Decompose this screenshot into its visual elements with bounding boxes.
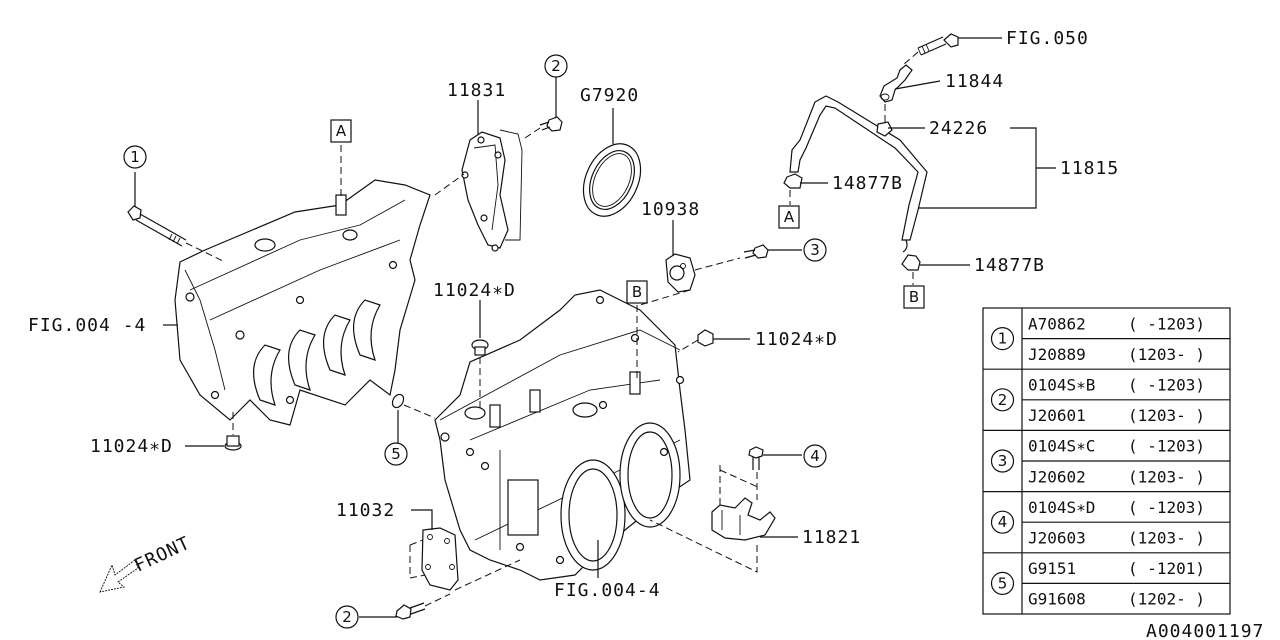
table-part-number[interactable]: A70862: [1028, 314, 1086, 333]
table-part-number[interactable]: 0104S∗B: [1028, 376, 1095, 395]
table-part-number[interactable]: J20889: [1028, 345, 1086, 364]
callout-11844[interactable]: 11844: [945, 71, 1004, 92]
table-date-range: ( -1203): [1128, 437, 1205, 456]
callout-14877b-bottom[interactable]: 14877B: [974, 255, 1045, 276]
table-part-number[interactable]: J20602: [1028, 467, 1086, 486]
part-11032-cover: [409, 527, 521, 591]
callout-11821[interactable]: 11821: [802, 527, 861, 548]
callout-11024d-left[interactable]: 11024∗D: [90, 436, 173, 457]
front-direction-indicator: FRONT: [99, 532, 194, 593]
front-label: FRONT: [131, 532, 194, 576]
table-date-range: ( -1203): [1128, 314, 1205, 333]
table-part-number[interactable]: G91608: [1028, 590, 1086, 609]
bolt-1: [127, 205, 226, 263]
plug-11024d-right: [677, 329, 714, 353]
leader-lines: [134, 37, 1056, 618]
circle-ref-4[interactable]: 4: [803, 444, 827, 468]
bolt-2-top: [521, 116, 563, 141]
circle-ref-1-label: 1: [130, 148, 140, 166]
ref-box-b-hose: B: [903, 285, 925, 309]
part-10938-cover: [639, 253, 741, 306]
plug-11024d-left: [224, 412, 242, 451]
callout-11024d-center[interactable]: 11024∗D: [433, 280, 516, 301]
table-ref-number: 3: [998, 452, 1008, 470]
callout-fig050[interactable]: FIG.050: [1006, 28, 1089, 49]
table-date-range: (1202- ): [1128, 590, 1205, 609]
callout-fig004-left[interactable]: FIG.004 -4: [28, 315, 146, 336]
table-date-range: ( -1201): [1128, 559, 1205, 578]
part-11831-cover: [434, 129, 523, 252]
circle-ref-2-bottom-label: 2: [342, 608, 352, 626]
ref-box-a-block-label: A: [336, 122, 347, 140]
parts-table: 1 A70862 ( -1203) J20889 (1203- ) 2 0104S∗B ( -…: [982, 307, 1231, 615]
circle-ref-1[interactable]: 1: [123, 145, 147, 169]
ref-box-a-hose: A: [778, 205, 800, 229]
callout-11815[interactable]: 11815: [1060, 158, 1119, 179]
table-part-number[interactable]: G9151: [1028, 559, 1076, 578]
ref-box-a-hose-label: A: [784, 208, 795, 226]
bolt-3: [743, 244, 769, 259]
pipe-11844: [879, 64, 913, 125]
circle-ref-3[interactable]: 3: [803, 238, 827, 262]
callout-11024d-right[interactable]: 11024∗D: [755, 329, 838, 350]
table-ref-circle: [990, 449, 1015, 473]
ref-box-b-block: B: [626, 280, 648, 304]
circle-ref-2-top[interactable]: 2: [544, 54, 568, 78]
callout-24226[interactable]: 24226: [929, 118, 988, 139]
callout-10938[interactable]: 10938: [641, 199, 700, 220]
ref-box-b-block-label: B: [632, 283, 642, 301]
callout-11831[interactable]: 11831: [447, 80, 506, 101]
table-part-number[interactable]: 0104S∗C: [1028, 437, 1095, 456]
circle-ref-4-label: 4: [810, 447, 820, 465]
table-date-range: ( -1203): [1128, 376, 1205, 395]
table-ref-number: 4: [998, 513, 1008, 531]
table-ref-number: 5: [998, 574, 1008, 592]
right-cylinder-block-half: [434, 289, 691, 581]
table-part-number[interactable]: 0104S∗D: [1028, 498, 1095, 517]
ref-box-b-hose-label: B: [909, 288, 919, 306]
table-date-range: (1203- ): [1128, 529, 1205, 548]
plug-11024d-center: [471, 339, 489, 410]
washer-5: [391, 393, 436, 419]
bolt-2-bottom: [395, 593, 451, 620]
table-ref-number: 2: [998, 391, 1008, 409]
table-ref-circle: [990, 510, 1015, 534]
callout-g7920[interactable]: G7920: [580, 85, 639, 106]
part-11821-water-pipe: [649, 465, 776, 573]
circle-ref-2-top-label: 2: [551, 57, 561, 75]
callout-fig004-bottom[interactable]: FIG.004-4: [554, 580, 661, 601]
table-date-range: (1203- ): [1128, 467, 1205, 486]
oil-seal-g7920: [582, 143, 642, 217]
table-part-number[interactable]: J20601: [1028, 406, 1086, 425]
table-part-number[interactable]: J20603: [1028, 529, 1086, 548]
table-date-range: (1203- ): [1128, 406, 1205, 425]
circle-ref-2-bottom[interactable]: 2: [335, 605, 359, 629]
bolt-4: [748, 446, 764, 470]
table-ref-number: 1: [998, 330, 1008, 348]
diagram-id: A004001197: [1146, 621, 1264, 640]
hose-assembly-11815: [783, 95, 928, 271]
circle-ref-5[interactable]: 5: [384, 442, 408, 466]
callout-14877b-top[interactable]: 14877B: [832, 173, 903, 194]
left-cylinder-block-half: [174, 179, 431, 426]
circle-ref-3-label: 3: [810, 241, 820, 259]
front-arrow-icon: [99, 559, 139, 593]
table-date-range: ( -1203): [1128, 498, 1205, 517]
bolt-fig050: [902, 33, 959, 66]
table-ref-circle: [990, 327, 1015, 351]
ref-box-a-block: A: [330, 119, 352, 143]
table-ref-circle: [990, 571, 1015, 596]
circle-ref-5-label: 5: [391, 445, 401, 463]
table-ref-circle: [990, 388, 1015, 412]
table-date-range: (1203- ): [1128, 345, 1205, 364]
callout-11032[interactable]: 11032: [336, 500, 395, 521]
